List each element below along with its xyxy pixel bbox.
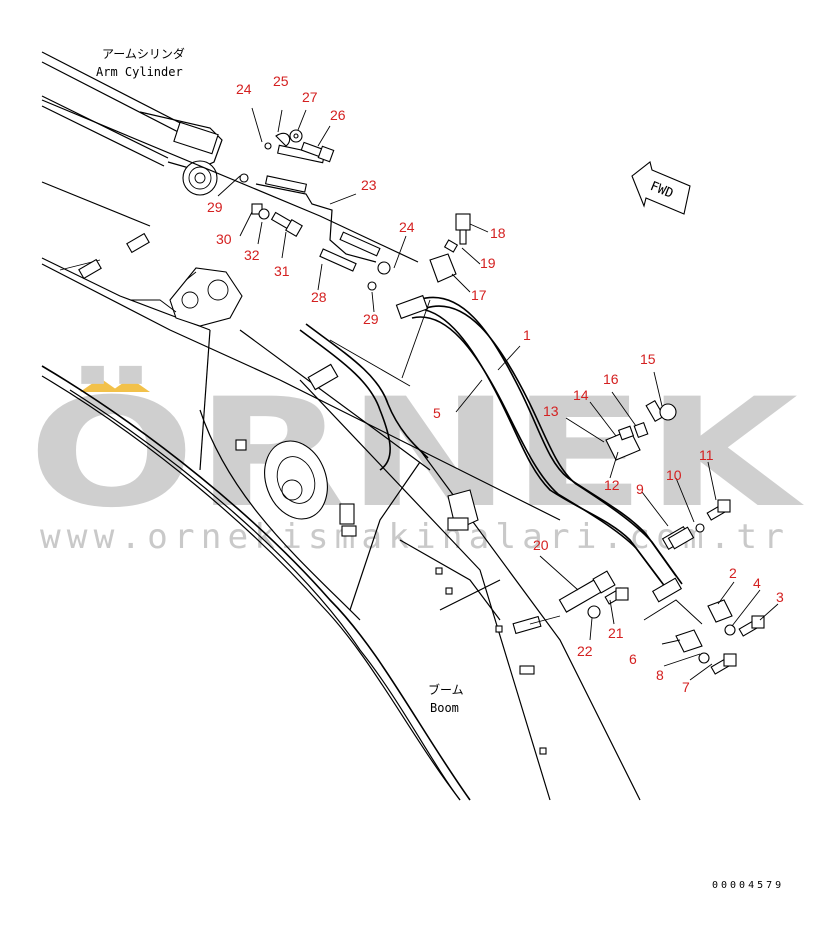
callout-10: 10 xyxy=(666,467,682,483)
callout-18: 18 xyxy=(490,225,506,241)
callout-5: 5 xyxy=(433,405,441,421)
arm-cylinder-label-jp: アームシリンダ xyxy=(102,46,185,61)
drawing-code: 00004579 xyxy=(712,880,784,891)
watermark-accent-left xyxy=(80,378,120,392)
callout-13: 13 xyxy=(543,403,559,419)
callout-7: 7 xyxy=(682,679,690,695)
callout-6: 6 xyxy=(629,651,637,667)
callout-29-left: 29 xyxy=(207,199,223,215)
callout-14: 14 xyxy=(573,387,589,403)
boom-structure xyxy=(41,99,641,801)
boom-label-en: Boom xyxy=(430,701,459,715)
watermark: ÖRNEK www.ornekismakinalari.com.tr xyxy=(28,365,804,557)
text-labels: アームシリンダ Arm Cylinder ブーム Boom 00004579 xyxy=(96,46,784,891)
callout-26: 26 xyxy=(330,107,346,123)
fwd-arrow: FWD xyxy=(631,161,691,215)
callout-1: 1 xyxy=(523,327,531,343)
callout-17: 17 xyxy=(471,287,487,303)
callout-25: 25 xyxy=(273,73,289,89)
callout-20: 20 xyxy=(533,537,549,553)
callout-11: 11 xyxy=(699,447,714,463)
callout-22: 22 xyxy=(577,643,593,659)
hardware xyxy=(239,129,765,675)
callout-16: 16 xyxy=(603,371,619,387)
callout-31: 31 xyxy=(274,263,290,279)
callout-3: 3 xyxy=(776,589,784,605)
callout-19: 19 xyxy=(480,255,496,271)
callout-30: 30 xyxy=(216,231,232,247)
watermark-brand: ÖRNEK xyxy=(28,365,804,541)
callout-27: 27 xyxy=(302,89,318,105)
arm-cylinder-label-en: Arm Cylinder xyxy=(96,65,183,79)
callout-21: 21 xyxy=(608,625,624,641)
callout-28: 28 xyxy=(311,289,327,305)
callout-8: 8 xyxy=(656,667,664,683)
callout-32: 32 xyxy=(244,247,260,263)
callout-23: 23 xyxy=(361,177,377,193)
boom-label-jp: ブーム xyxy=(428,682,464,697)
callout-2: 2 xyxy=(729,565,737,581)
callouts: 1 2 3 4 5 6 7 8 9 10 11 12 13 14 15 16 1… xyxy=(207,73,784,695)
watermark-url: www.ornekismakinalari.com.tr xyxy=(40,517,790,557)
watermark-accent-right xyxy=(110,378,150,392)
callout-29-mid: 29 xyxy=(363,311,379,327)
leader-lines xyxy=(217,107,779,681)
callout-12: 12 xyxy=(604,477,620,493)
callout-15: 15 xyxy=(640,351,656,367)
callout-24-mid: 24 xyxy=(399,219,415,235)
callout-4: 4 xyxy=(753,575,761,591)
callout-24-top: 24 xyxy=(236,81,252,97)
callout-9: 9 xyxy=(636,481,644,497)
hose-assembly xyxy=(395,294,691,603)
